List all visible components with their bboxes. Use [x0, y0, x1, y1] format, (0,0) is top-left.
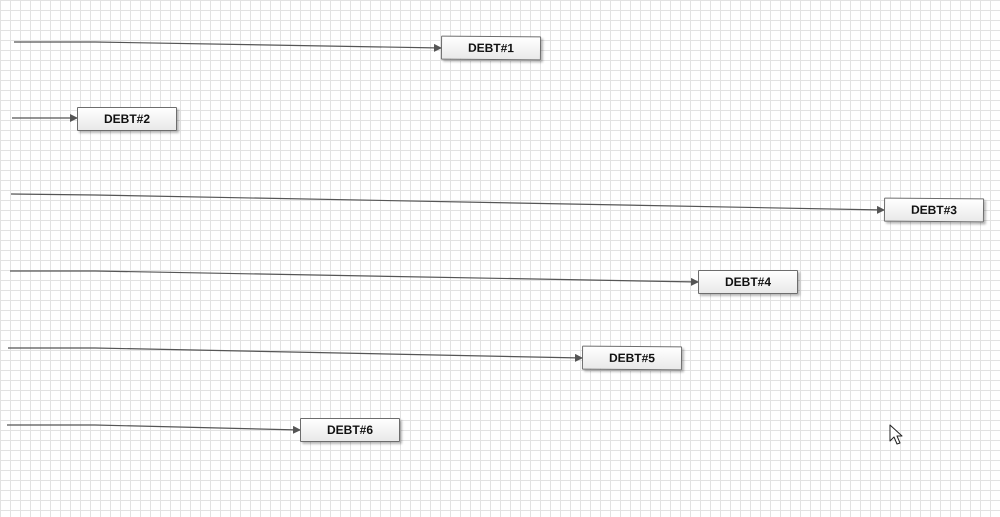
node-label: DEBT#2: [103, 112, 150, 126]
node-debt-1[interactable]: DEBT#1: [440, 35, 542, 61]
arrow-cursor-icon: [889, 424, 903, 445]
connector-5[interactable]: [8, 347, 583, 362]
node-label: DEBT#6: [326, 423, 373, 437]
connector-4[interactable]: [10, 270, 699, 286]
node-label: DEBT#3: [910, 202, 958, 218]
node-debt-6[interactable]: DEBT#6: [300, 418, 400, 442]
node-label: DEBT#1: [467, 40, 515, 56]
connector-6[interactable]: [7, 424, 301, 434]
node-debt-4[interactable]: DEBT#4: [698, 270, 798, 294]
node-label: DEBT#5: [608, 350, 656, 366]
node-debt-5[interactable]: DEBT#5: [581, 345, 683, 371]
node-label: DEBT#4: [724, 275, 771, 289]
node-debt-2[interactable]: DEBT#2: [77, 107, 177, 131]
connector-1[interactable]: [14, 41, 442, 52]
node-debt-3[interactable]: DEBT#3: [883, 197, 985, 223]
connector-3[interactable]: [10, 193, 885, 214]
